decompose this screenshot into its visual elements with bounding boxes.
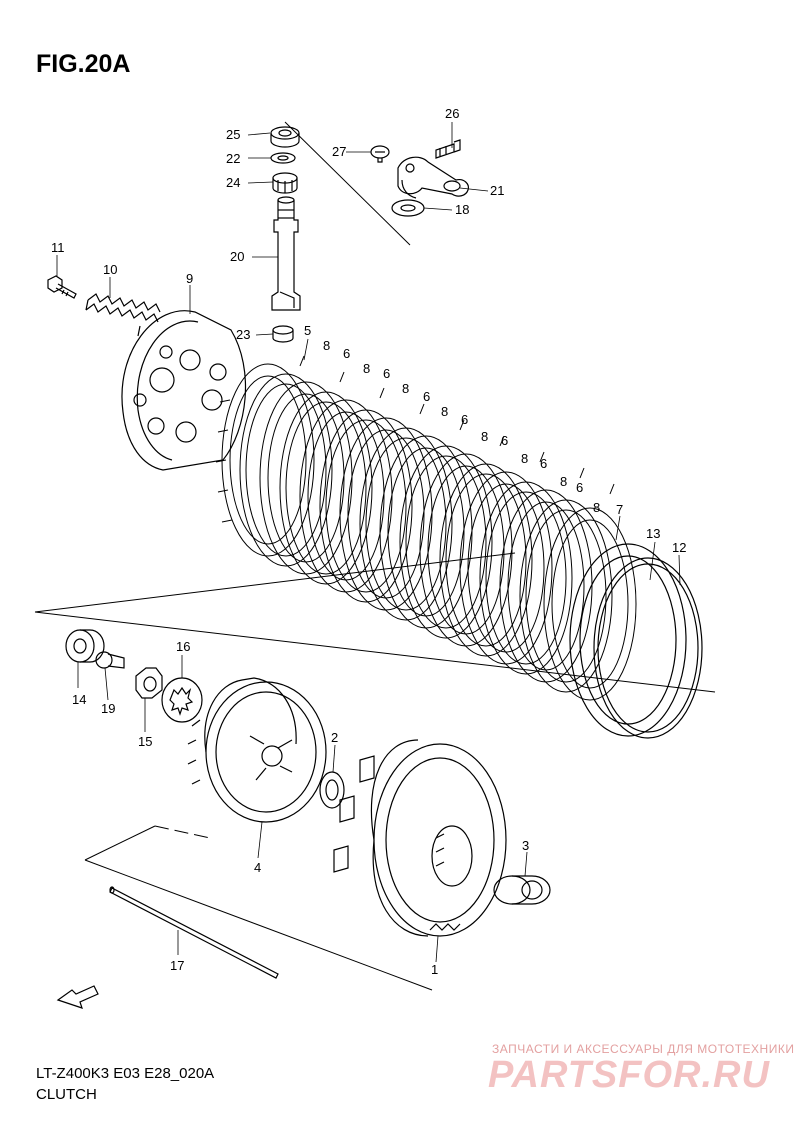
- label-part-8c: 8: [402, 381, 409, 396]
- label-part-13: 13: [646, 526, 660, 541]
- label-part-22: 22: [226, 151, 240, 166]
- part-20-push-rod-shaft: [271, 196, 301, 311]
- part-26-bolt: [435, 139, 461, 159]
- part-25-bearing: [270, 126, 300, 148]
- part-21-release-arm: [397, 156, 469, 199]
- label-part-6e: 6: [501, 433, 508, 448]
- label-part-19: 19: [101, 701, 115, 716]
- label-part-6c: 6: [423, 389, 430, 404]
- label-part-10: 10: [103, 262, 117, 277]
- part-2-thrust-washer: [319, 771, 345, 809]
- part-18-washer: [391, 199, 425, 217]
- watermark-tagline: ЗАПЧАСТИ И АКСЕССУАРЫ ДЛЯ МОТОТЕХНИКИ: [492, 1042, 795, 1056]
- label-part-8d: 8: [441, 404, 448, 419]
- model-code: LT-Z400K3 E03 E28_020A: [36, 1065, 215, 1082]
- label-part-18: 18: [455, 202, 469, 217]
- label-part-8a: 8: [323, 338, 330, 353]
- part-22-washer: [270, 152, 296, 164]
- part-1-clutch-housing: [333, 739, 507, 937]
- label-part-24: 24: [226, 175, 240, 190]
- label-part-3: 3: [522, 838, 529, 853]
- part-3-spacer: [493, 875, 551, 905]
- label-part-1: 1: [431, 962, 438, 977]
- label-part-6f: 6: [540, 456, 547, 471]
- label-part-12: 12: [672, 540, 686, 555]
- figure-title: FIG.20A: [36, 50, 131, 78]
- label-part-27: 27: [332, 144, 346, 159]
- label-part-6b: 6: [383, 366, 390, 381]
- part-17-push-rod: [109, 886, 279, 979]
- part-15-nut: [135, 667, 163, 699]
- label-part-23: 23: [236, 327, 250, 342]
- label-part-11: 11: [51, 240, 65, 255]
- label-part-8f: 8: [521, 451, 528, 466]
- fwd-arrow-icon: [56, 985, 99, 1009]
- label-part-8g: 8: [560, 474, 567, 489]
- label-part-15: 15: [138, 734, 152, 749]
- label-part-2: 2: [331, 730, 338, 745]
- part-11-bolt: [47, 275, 77, 299]
- part-16-lock-washer: [161, 677, 203, 723]
- label-part-20: 20: [230, 249, 244, 264]
- label-part-17: 17: [170, 958, 184, 973]
- label-part-26: 26: [445, 106, 459, 121]
- label-part-6a: 6: [343, 346, 350, 361]
- watermark-logo: PARTSFOR.RU: [488, 1054, 770, 1096]
- part-9-pressure-plate: [121, 310, 247, 471]
- label-part-4: 4: [254, 860, 261, 875]
- part-14-bearing: [65, 629, 105, 663]
- part-23-bearing: [272, 325, 294, 343]
- label-part-7: 7: [616, 502, 623, 517]
- leader-lines: [56, 122, 681, 963]
- label-part-6g: 6: [576, 480, 583, 495]
- part-10-spring: [85, 293, 161, 337]
- label-part-8h: 8: [593, 500, 600, 515]
- label-part-21: 21: [490, 183, 504, 198]
- label-part-16: 16: [176, 639, 190, 654]
- fwd-label: FWD: [69, 989, 89, 1006]
- part-24-bearing: [272, 172, 298, 194]
- part-4-clutch-sleeve-hub: [187, 677, 327, 823]
- label-part-6d: 6: [461, 412, 468, 427]
- diagram-caption: CLUTCH: [36, 1086, 97, 1103]
- label-part-8e: 8: [481, 429, 488, 444]
- part-19-bolt: [95, 651, 125, 669]
- label-part-5: 5: [304, 323, 311, 338]
- part-13-spring-seat: [569, 543, 687, 737]
- label-part-9: 9: [186, 271, 193, 286]
- label-part-14: 14: [72, 692, 86, 707]
- clutch-plate-stack: [215, 355, 637, 701]
- assembly-frame: [34, 121, 716, 991]
- part-27-screw: [370, 145, 390, 163]
- label-part-25: 25: [226, 127, 240, 142]
- label-part-8b: 8: [363, 361, 370, 376]
- part-12-wire-ring: [593, 557, 703, 739]
